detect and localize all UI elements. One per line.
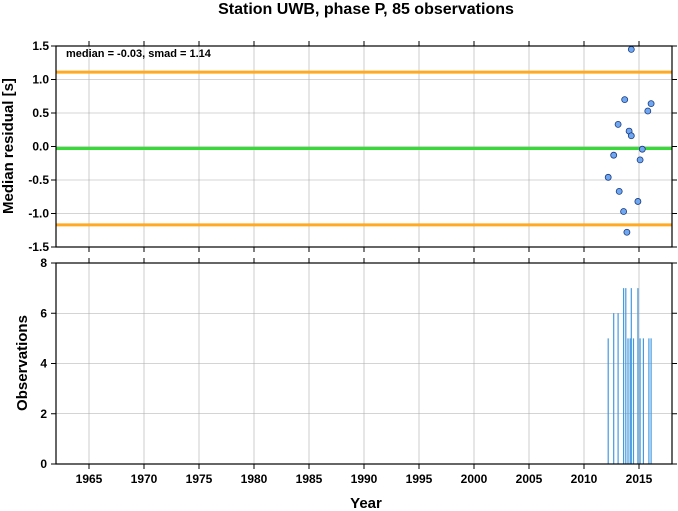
residual-point [621,96,629,103]
residual-point [638,145,646,153]
x-tick-label: 1985 [296,472,323,486]
residual-y-tick-label: -1.5 [28,240,49,254]
residual-point [615,187,623,195]
residual-y-tick-label: -0.5 [28,173,49,187]
stats-annotation: median = -0.03, smad = 1.14 [66,48,212,60]
residual-panel: 1.5 1.0 0.5 0.0 -0.5 -1.0 -1.5 median = -0.03,… [0,39,677,254]
observation-bar [642,338,644,464]
observations-y-ticks: 8 6 4 2 0 [40,256,677,471]
chart-title: Station UWB, phase P, 85 observations [218,1,514,18]
residual-point [647,100,655,108]
residual-y-ticks: 1.5 1.0 0.5 0.0 -0.5 -1.0 -1.5 [28,39,677,254]
residual-y-tick-label: 0.0 [32,140,49,154]
observation-bar [623,288,625,464]
observations-y-axis-label: Observations [14,315,31,411]
residual-point [634,198,642,205]
x-tick-label: 2005 [516,472,543,486]
residual-point [644,107,652,115]
observation-bar [617,313,619,464]
observations-y-tick-label: 8 [40,256,47,270]
x-tick-label: 1970 [131,472,158,486]
residual-point [614,120,622,128]
residual-point [623,228,631,236]
residual-point [620,208,627,215]
observation-bar [648,338,650,464]
residual-point [627,45,635,53]
observation-bar [627,338,629,464]
residual-x-ticks [88,41,640,252]
observation-bar [613,313,615,464]
observations-bars [607,288,652,464]
observation-bar [607,338,609,464]
residual-y-tick-label: -1.0 [28,207,49,221]
observations-panel: 8 6 4 2 0 1965 1970 1975 1980 1985 1990 1995 2000 20… [14,256,677,511]
x-tick-label: 1965 [76,472,103,486]
x-tick-label: 2000 [461,472,488,486]
observations-y-tick-label: 0 [40,457,47,471]
observations-y-tick-label: 2 [40,407,47,421]
x-axis-label: Year [350,495,382,511]
residual-point [636,156,644,164]
residual-point [627,132,635,140]
residual-y-tick-label: 0.5 [32,106,49,120]
residual-reference-lines [56,70,672,227]
observation-bar [629,338,631,464]
residual-points [604,45,655,236]
observation-bar [630,288,632,464]
residual-y-axis-label: Median residual [s] [0,78,17,214]
observations-y-tick-label: 4 [40,357,47,371]
observations-x-ticks: 1965 1970 1975 1980 1985 1990 1995 2000 2005 2010… [76,258,653,486]
x-tick-label: 1995 [406,472,433,486]
residual-point [604,173,612,181]
observation-bar [625,288,627,464]
observation-bar [637,288,639,464]
observation-bar [639,338,641,464]
x-tick-label: 1990 [351,472,378,486]
observation-bar [650,338,652,464]
x-tick-label: 1975 [186,472,213,486]
x-tick-label: 1980 [241,472,268,486]
x-tick-label: 2015 [626,472,653,486]
observation-bar [632,338,635,464]
residual-y-tick-label: 1.5 [32,39,49,53]
residual-point [610,151,618,159]
x-tick-label: 2010 [571,472,598,486]
residual-y-tick-label: 1.0 [32,73,49,87]
observations-y-tick-label: 6 [40,306,47,320]
